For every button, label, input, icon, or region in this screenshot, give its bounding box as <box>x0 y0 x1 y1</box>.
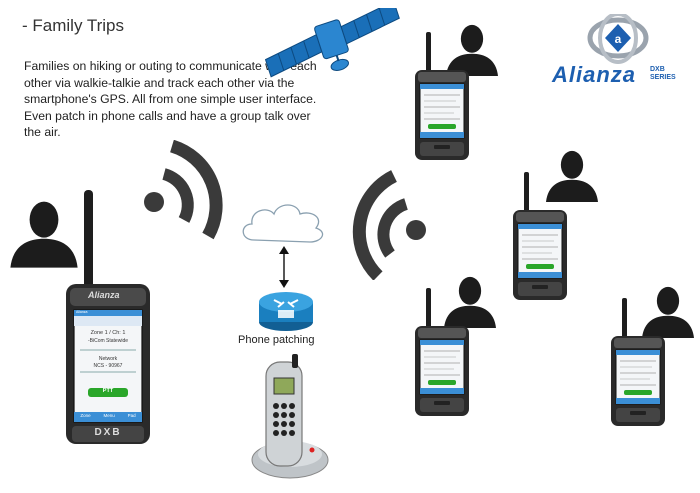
tab-menu[interactable]: Menu <box>103 413 114 418</box>
alianza-logo: a Alianza DXB SERIES <box>548 14 688 94</box>
cordless-phone-icon <box>250 352 330 480</box>
radio-device <box>412 32 472 162</box>
main-radio-device: Alianza Alianza Zone 1 / Ch: 1 -BiCom St… <box>62 190 152 450</box>
satellite-icon <box>258 8 408 80</box>
radio-brand: Alianza <box>88 290 120 300</box>
tab-pad[interactable]: Pad <box>128 413 136 418</box>
radio-device <box>510 172 570 302</box>
radio-model: DXB <box>72 427 144 438</box>
phone-patching-label: Phone patching <box>238 334 314 346</box>
connection-arrow <box>276 246 292 288</box>
tab-zone[interactable]: Zone <box>80 413 90 418</box>
screen-tab-bar: Zone Menu Pad <box>74 413 142 418</box>
page-heading: - Family Trips <box>22 16 124 36</box>
network-label: Network <box>76 356 140 362</box>
logo-series: DXB SERIES <box>650 66 684 82</box>
logo-wordmark: Alianza <box>552 62 636 88</box>
router-icon <box>256 288 316 332</box>
status-bar-text: Alianza <box>76 310 87 314</box>
svg-text:a: a <box>615 32 622 46</box>
radio-device <box>412 288 472 418</box>
radio-device <box>608 298 668 428</box>
wifi-signal-icon-right <box>352 170 442 280</box>
contact-text: -BiCom Statewide <box>76 338 140 344</box>
cloud-icon <box>236 196 330 248</box>
zone-text: Zone 1 / Ch: 1 <box>76 330 140 336</box>
network-value: NCS - 90967 <box>76 363 140 369</box>
ptt-button[interactable]: PTT <box>88 388 128 394</box>
